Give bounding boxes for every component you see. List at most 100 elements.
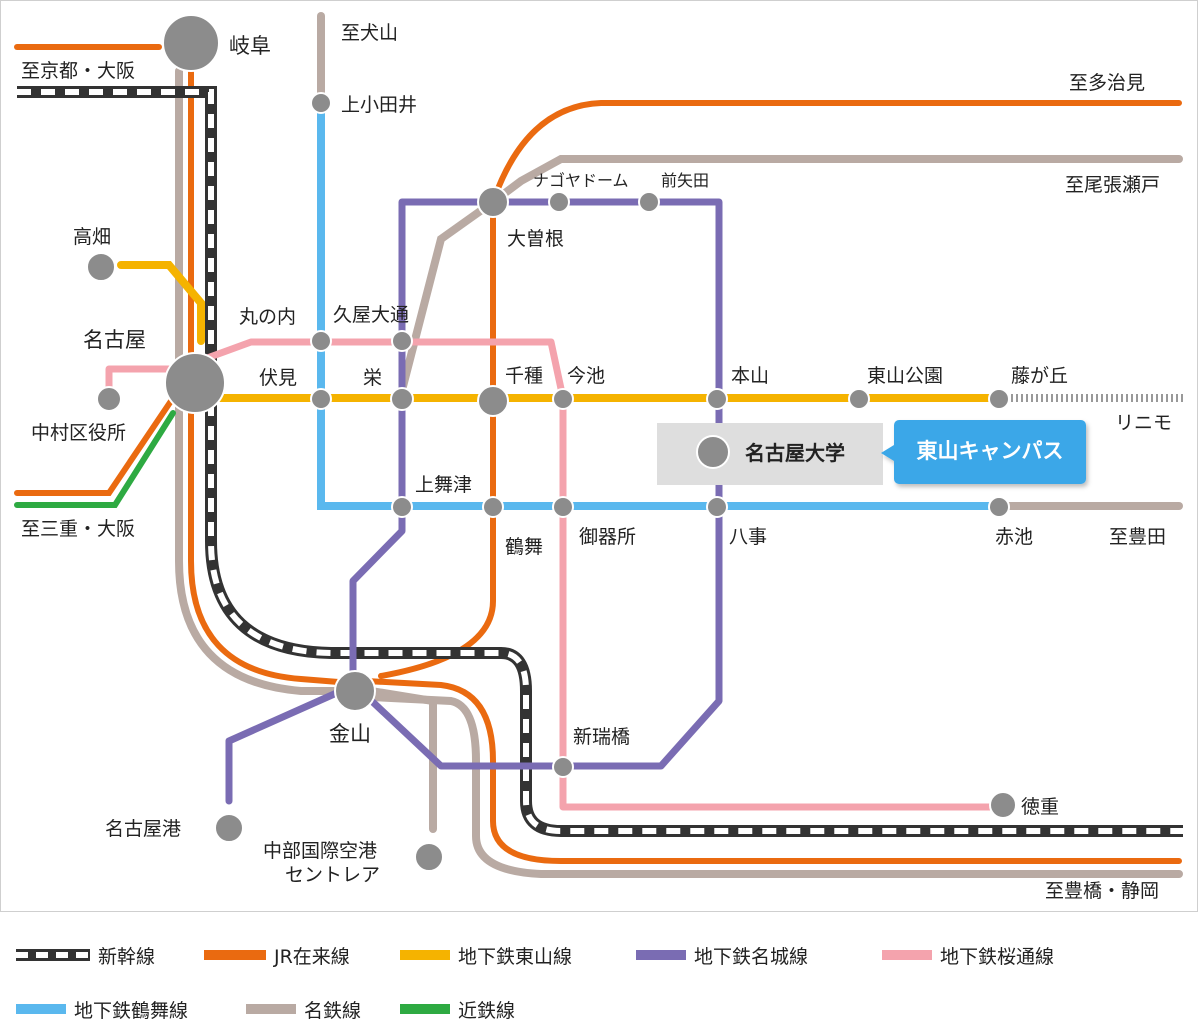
- legend-meitetsu-swatch: [246, 1004, 296, 1014]
- station-tsurumai[interactable]: [482, 496, 504, 518]
- dir-toyohashi-shizuoka: 至豊橋・静岡: [1045, 880, 1159, 902]
- station-motoyama[interactable]: [706, 388, 728, 410]
- legend-sakuradori-swatch: [882, 950, 932, 960]
- label-hisayaodori: 久屋大通: [333, 304, 409, 326]
- legend-higashiyama: 地下鉄東山線: [400, 940, 572, 970]
- label-centrair-2: セントレア: [285, 864, 380, 886]
- label-nakamurakuyakusho: 中村区役所: [31, 422, 126, 444]
- legend-shinkansen: 新幹線: [16, 940, 155, 970]
- dir-tajimi: 至多治見: [1069, 72, 1145, 94]
- label-nagoyako: 名古屋港: [105, 818, 181, 840]
- dir-toyota: 至豊田: [1109, 526, 1166, 548]
- label-fujigaoka: 藤が丘: [1011, 365, 1068, 387]
- kintetsu-line: [14, 410, 176, 508]
- station-nagoya[interactable]: [164, 352, 226, 414]
- legend-tsurumai-swatch: [16, 1004, 66, 1014]
- legend-sakuradori-label: 地下鉄桜通線: [940, 945, 1055, 968]
- label-ozone: 大曽根: [507, 228, 564, 250]
- label-marunouchi: 丸の内: [239, 306, 296, 328]
- label-gifu: 岐阜: [229, 34, 271, 58]
- legend-kintetsu-swatch: [400, 1004, 450, 1014]
- legend-meitetsu-label: 名鉄線: [304, 999, 362, 1022]
- label-centrair-1: 中部国際空港: [263, 840, 377, 862]
- station-gifu[interactable]: [162, 14, 220, 72]
- route-map: 東山キャンパス 至京都・大阪 岐阜 至犬山 上小田井: [14, 12, 1186, 902]
- legend-meijo: 地下鉄名城線: [636, 940, 808, 970]
- legend-kintetsu: 近鉄線: [400, 994, 515, 1024]
- legend-meijo-label: 地下鉄名城線: [694, 945, 809, 968]
- label-gokiso: 御器所: [579, 526, 636, 548]
- station-nakamurakuyakusho[interactable]: [96, 386, 122, 412]
- label-higashiyamakoen: 東山公園: [867, 365, 943, 387]
- label-akaike: 赤池: [995, 526, 1033, 548]
- station-gokiso[interactable]: [552, 496, 574, 518]
- campus-callout[interactable]: [881, 420, 1086, 484]
- legend-meitetsu: 名鉄線: [246, 994, 361, 1024]
- legend-shinkansen-label: 新幹線: [98, 945, 156, 968]
- legend-shinkansen-swatch: [16, 949, 90, 961]
- station-yagoto[interactable]: [706, 496, 728, 518]
- route-map-frame: 東山キャンパス 至京都・大阪 岐阜 至犬山 上小田井: [0, 0, 1198, 912]
- label-takabata: 高畑: [73, 226, 111, 248]
- legend-jr-swatch: [204, 950, 266, 960]
- station-sakae[interactable]: [390, 387, 414, 411]
- station-kamimaezu[interactable]: [391, 496, 413, 518]
- label-sakae: 栄: [363, 367, 382, 389]
- jr-line: [14, 44, 1182, 864]
- tsurumai-line: [317, 99, 1005, 510]
- station-kamiotai[interactable]: [310, 92, 332, 114]
- label-nagoya-univ: 名古屋大学: [745, 441, 845, 465]
- label-fushimi: 伏見: [259, 367, 297, 389]
- legend-higashiyama-label: 地下鉄東山線: [458, 945, 573, 968]
- station-markers: [86, 14, 1017, 872]
- station-nagoyako[interactable]: [214, 813, 244, 843]
- station-hisayaodori[interactable]: [391, 330, 413, 352]
- label-tsurumai: 鶴舞: [505, 536, 543, 558]
- station-chikusa[interactable]: [477, 385, 509, 417]
- meijo-line: [225, 198, 723, 805]
- label-shinmizuhobashi: 新瑞橋: [573, 726, 630, 748]
- legend-meijo-swatch: [636, 950, 686, 960]
- label-yagoto: 八事: [729, 526, 767, 548]
- campus-area: [657, 423, 883, 485]
- legend-higashiyama-swatch: [400, 950, 450, 960]
- legend-jr: JR在来線: [204, 940, 350, 970]
- label-kamiotai: 上小田井: [341, 94, 417, 116]
- legend: 新幹線 JR在来線 地下鉄東山線 地下鉄名城線 地下鉄桜通線 地下鉄鶴舞線 名鉄…: [0, 930, 1200, 1035]
- label-kamimaezu: 上舞津: [415, 474, 472, 496]
- station-yada[interactable]: [638, 191, 660, 213]
- label-nagoya: 名古屋: [83, 328, 146, 352]
- station-nagoyadome[interactable]: [548, 191, 570, 213]
- station-kanayama[interactable]: [334, 670, 376, 712]
- label-imaike: 今池: [567, 365, 605, 387]
- label-linimo: リニモ: [1115, 412, 1172, 434]
- dir-mie-osaka: 至三重・大阪: [21, 518, 135, 540]
- station-fujigaoka[interactable]: [988, 388, 1010, 410]
- station-fushimi[interactable]: [310, 388, 332, 410]
- label-tokushige: 徳重: [1021, 796, 1059, 818]
- legend-tsurumai-label: 地下鉄鶴舞線: [74, 999, 189, 1022]
- label-motoyama: 本山: [731, 365, 769, 387]
- station-nagoya-univ[interactable]: [696, 435, 730, 469]
- station-ozone[interactable]: [477, 186, 509, 218]
- map-labels: 至京都・大阪 岐阜 至犬山 上小田井 至多治見 至尾張瀬戸 高畑 名古屋 中村区…: [21, 22, 1172, 902]
- station-tokushige[interactable]: [989, 791, 1017, 819]
- legend-sakuradori: 地下鉄桜通線: [882, 940, 1054, 970]
- station-higashiyamakoen[interactable]: [848, 388, 870, 410]
- campus-name: 東山キャンパス: [917, 439, 1064, 463]
- legend-tsurumai: 地下鉄鶴舞線: [16, 994, 188, 1024]
- legend-kintetsu-label: 近鉄線: [458, 999, 516, 1022]
- dir-owariseto: 至尾張瀬戸: [1065, 174, 1160, 196]
- station-imaike[interactable]: [552, 388, 574, 410]
- shinkansen-line: [17, 86, 1183, 837]
- label-kanayama: 金山: [329, 722, 371, 746]
- label-yada: 前矢田: [661, 171, 709, 190]
- station-marunouchi[interactable]: [310, 330, 332, 352]
- dir-inuyama: 至犬山: [341, 22, 398, 44]
- station-shinmizuhobashi[interactable]: [552, 756, 574, 778]
- label-nagoyadome: ナゴヤドーム: [533, 171, 629, 190]
- station-akaike[interactable]: [988, 496, 1010, 518]
- station-centrair[interactable]: [414, 842, 444, 872]
- label-chikusa: 千種: [505, 365, 543, 387]
- station-takabata[interactable]: [86, 252, 116, 282]
